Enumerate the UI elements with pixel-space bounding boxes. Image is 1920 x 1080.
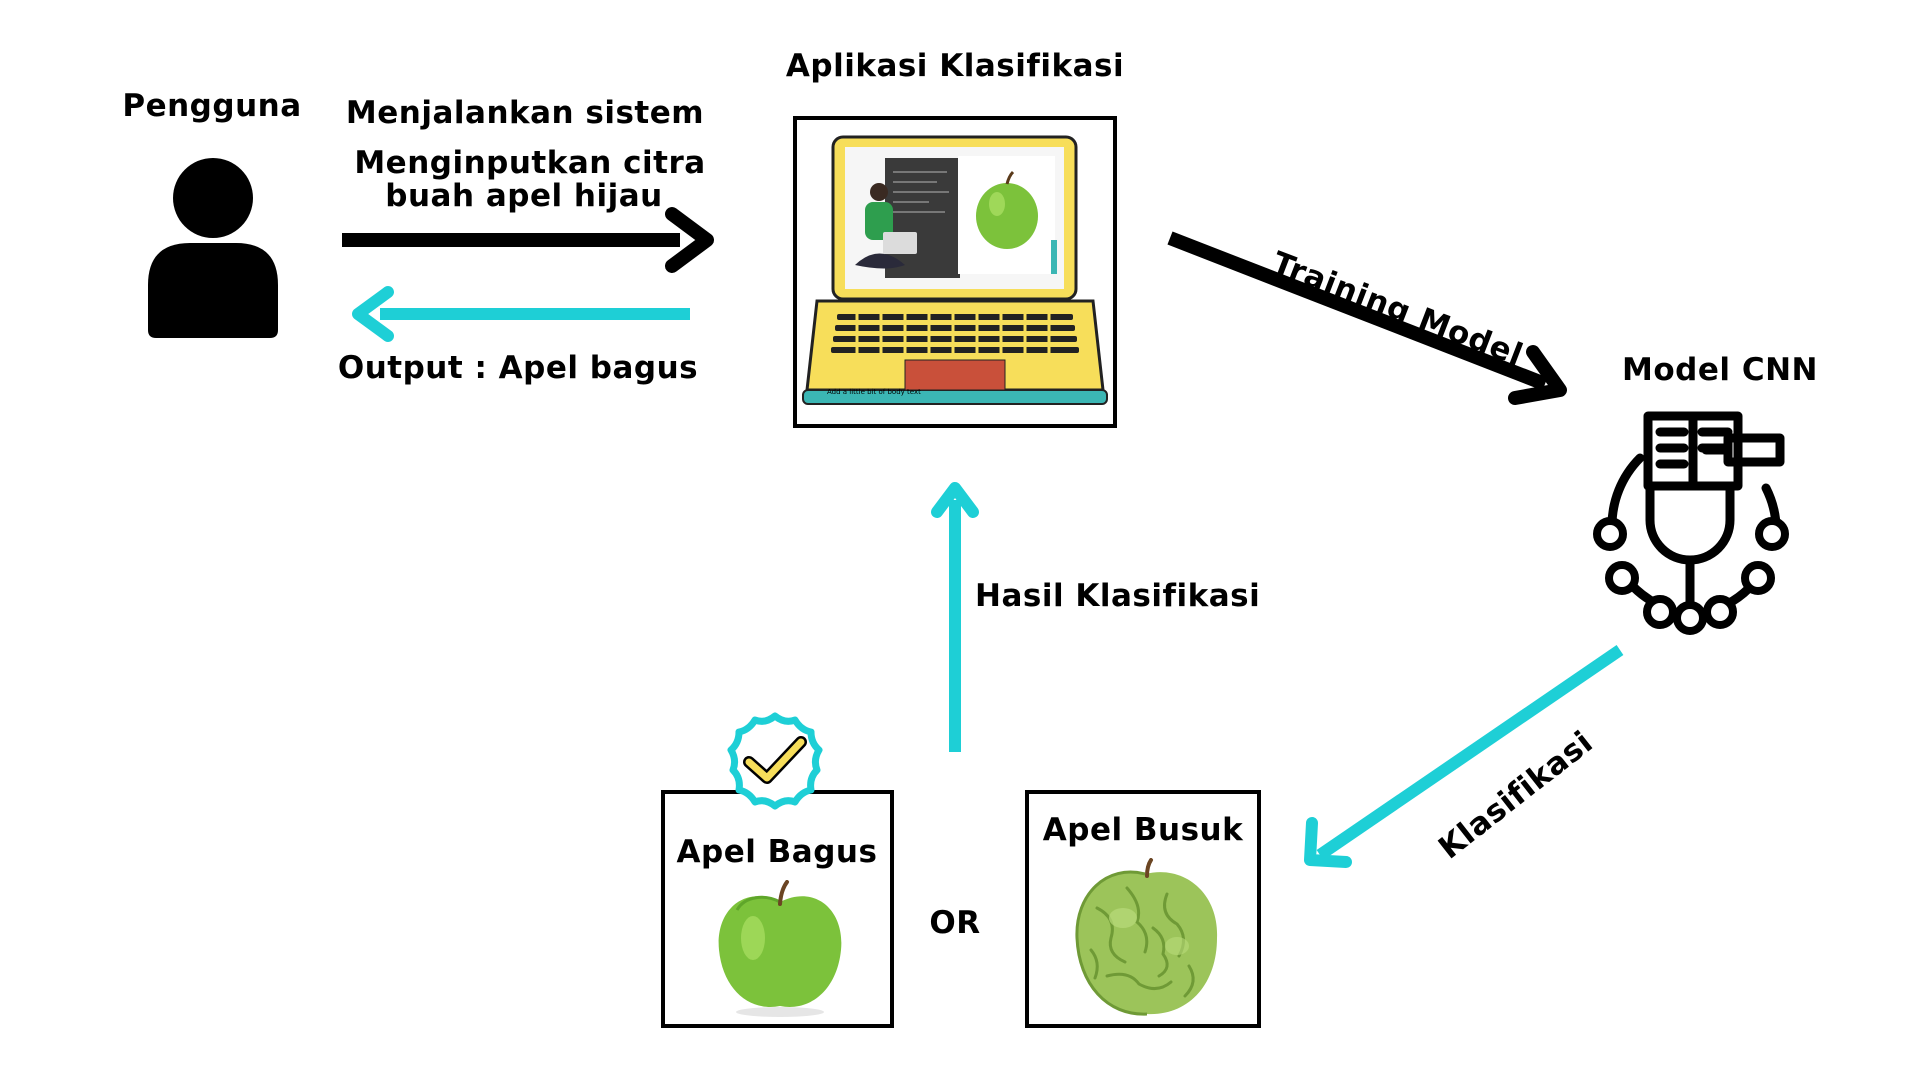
input-label-line1: Menginputkan citra xyxy=(354,145,706,181)
good-apple-box: Apel Bagus xyxy=(661,790,894,1028)
arrow-output xyxy=(352,286,690,342)
person-icon xyxy=(148,158,278,338)
arrow-input xyxy=(342,207,714,273)
laptop-illustration xyxy=(802,135,1108,405)
rotten-apple-label: Apel Busuk xyxy=(1042,812,1244,848)
or-label: OR xyxy=(929,905,981,941)
run-system-label: Menjalankan sistem xyxy=(345,95,705,131)
output-label: Output : Apel bagus xyxy=(337,350,699,386)
rotten-apple-box: Apel Busuk xyxy=(1025,790,1261,1028)
input-label-line2: buah apel hijau xyxy=(385,178,663,214)
app-box: Add a little bit of body text xyxy=(793,116,1117,428)
result-label: Hasil Klasifikasi xyxy=(975,578,1261,614)
arrow-training xyxy=(1167,231,1567,405)
rotten-apple-image xyxy=(1075,858,1218,1016)
model-label: Model CNN xyxy=(1622,352,1818,388)
app-title: Aplikasi Klasifikasi xyxy=(785,48,1125,84)
cnn-model-icon xyxy=(1593,411,1789,635)
verified-badge-icon xyxy=(727,712,823,810)
user-label: Pengguna xyxy=(122,88,302,124)
arrow-result xyxy=(931,482,979,752)
good-apple-image xyxy=(718,880,842,1017)
laptop-caption: Add a little bit of body text xyxy=(827,388,921,396)
good-apple-label: Apel Bagus xyxy=(676,834,878,870)
arrow-classification xyxy=(1304,645,1624,868)
